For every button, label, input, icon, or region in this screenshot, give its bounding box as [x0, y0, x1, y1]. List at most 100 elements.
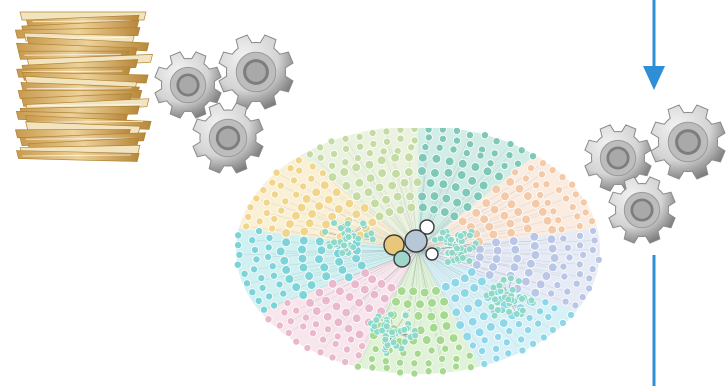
graph-node	[343, 323, 354, 334]
graph-node	[315, 236, 325, 247]
graph-node	[548, 325, 557, 334]
graph-node	[514, 320, 523, 329]
graph-node	[383, 322, 391, 330]
graph-node	[381, 357, 390, 366]
graph-node	[343, 272, 354, 283]
graph-node	[478, 180, 489, 191]
graph-node	[492, 137, 501, 146]
graph-node	[399, 177, 410, 188]
graph-node	[563, 243, 572, 252]
graph-node	[424, 128, 433, 134]
graph-node	[534, 319, 543, 328]
graph-node	[353, 362, 362, 371]
graph-node	[507, 274, 515, 283]
graph-node	[526, 259, 536, 269]
graph-node	[509, 286, 517, 294]
graph-node	[491, 254, 502, 264]
graph-node	[368, 129, 377, 137]
graph-node	[460, 288, 470, 298]
graph-node	[476, 151, 485, 160]
graph-node	[441, 321, 452, 331]
graph-node	[466, 363, 475, 372]
graph-node	[541, 298, 550, 307]
graph-node	[413, 311, 424, 321]
graph-node	[367, 217, 378, 228]
graph-node	[382, 128, 391, 136]
graph-node	[491, 295, 499, 304]
graph-node	[528, 152, 537, 161]
graph-node	[579, 198, 588, 207]
graph-node	[327, 137, 336, 146]
graph-node	[449, 145, 458, 154]
graph-node	[479, 311, 489, 322]
graph-node	[490, 312, 499, 320]
gear-icon	[218, 34, 294, 110]
arrow-down-icon	[643, 66, 665, 90]
graph-node	[281, 197, 290, 206]
graph-node	[401, 338, 409, 346]
graph-node	[579, 250, 588, 259]
graph-node	[413, 349, 422, 358]
graph-node	[529, 232, 540, 242]
graph-node	[248, 288, 257, 297]
graph-node	[341, 181, 352, 191]
graph-node	[454, 343, 463, 352]
hub-node	[425, 247, 439, 261]
graph-node	[283, 298, 292, 307]
graph-node	[344, 198, 355, 209]
graph-node	[262, 209, 271, 218]
graph-node	[341, 158, 350, 167]
graph-node	[575, 270, 584, 279]
graph-node	[371, 345, 380, 354]
graph-node	[360, 284, 370, 295]
graph-node	[275, 280, 284, 289]
graph-node	[427, 346, 436, 355]
graph-node	[462, 149, 471, 158]
graph-node	[308, 162, 317, 171]
graph-node	[585, 274, 594, 283]
graph-node	[240, 269, 249, 278]
graph-node	[581, 208, 590, 217]
graph-node	[268, 178, 277, 187]
graph-node	[438, 134, 447, 143]
graph-node	[541, 271, 552, 281]
graph-node	[296, 202, 307, 213]
graph-node	[277, 206, 286, 215]
graph-node	[323, 311, 333, 322]
graph-node	[444, 258, 452, 266]
graph-node	[279, 289, 288, 298]
hub-node	[404, 229, 428, 253]
graph-node	[372, 316, 381, 324]
graph-node	[407, 143, 416, 152]
graph-node	[405, 191, 415, 202]
graph-node	[376, 279, 387, 289]
graph-node	[351, 162, 361, 173]
graph-node	[292, 337, 301, 346]
graph-node	[462, 331, 473, 342]
graph-node	[488, 262, 498, 272]
graph-node	[303, 343, 312, 352]
graph-node	[568, 180, 577, 189]
graph-node	[338, 249, 347, 257]
graph-node	[242, 279, 251, 288]
graph-node	[528, 339, 537, 348]
graph-node	[488, 289, 496, 298]
graph-node	[461, 187, 472, 198]
graph-node	[509, 262, 520, 273]
graph-node	[321, 228, 329, 236]
graph-node	[474, 327, 485, 338]
graph-node	[281, 228, 291, 238]
graph-node	[530, 288, 541, 298]
graph-node	[563, 287, 572, 296]
gear-icon	[154, 51, 222, 119]
graph-node	[565, 253, 574, 262]
graph-node	[448, 249, 456, 257]
graph-node	[429, 191, 440, 201]
graph-node	[324, 194, 334, 205]
graph-node	[234, 241, 243, 250]
graph-node	[275, 246, 286, 257]
graph-node	[400, 326, 409, 334]
graph-node	[468, 341, 477, 350]
graph-node	[298, 290, 308, 300]
graph-node	[463, 303, 473, 314]
